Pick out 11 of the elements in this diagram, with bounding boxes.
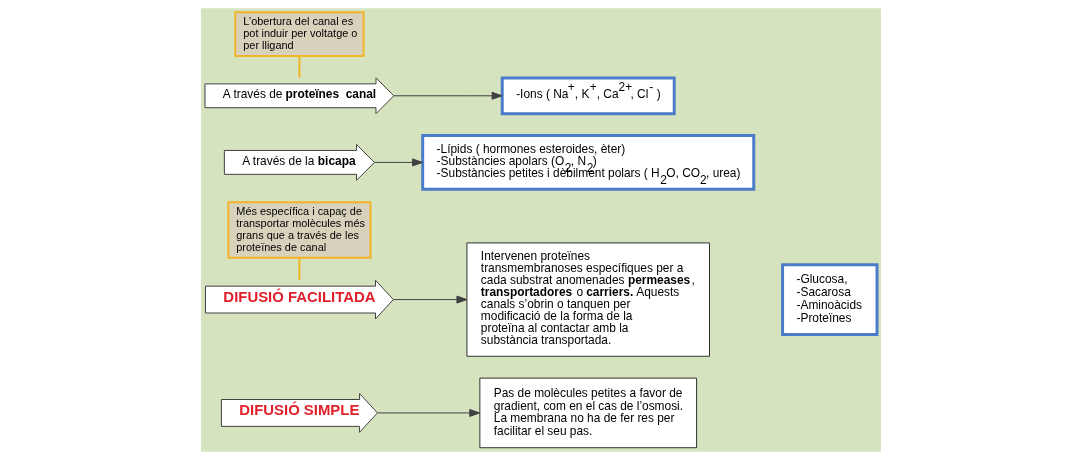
arrow bbox=[376, 408, 480, 417]
arrow bbox=[392, 91, 503, 100]
node-box: Pas de molècules petites a favor de gradient, com en el cas de l’osmosi. La membrana no ha de fer res per facilitar el seu pas. bbox=[478, 377, 697, 449]
connector bbox=[297, 257, 300, 281]
node-box: Més específica i capaç de transportar molècules més grans que a través de les proteïnes de canal bbox=[226, 201, 371, 259]
connector bbox=[297, 55, 300, 79]
node-box: L’obertura del canal es pot induir per voltatge o per lligand bbox=[233, 11, 365, 57]
node-box: Intervenen proteïnes transmembranoses específiques per a cada substrat anomenades permeases, transportadores o carriers. Aquests canals s’obrin o tanquen per modificació de la forma de la proteïna al contactar amb la substància transportada. bbox=[465, 242, 710, 357]
arrow bbox=[373, 158, 423, 167]
node-box: -Glucosa, -Sacarosa -Aminoàcids -Proteïnes bbox=[780, 263, 878, 336]
arrow bbox=[392, 295, 467, 304]
